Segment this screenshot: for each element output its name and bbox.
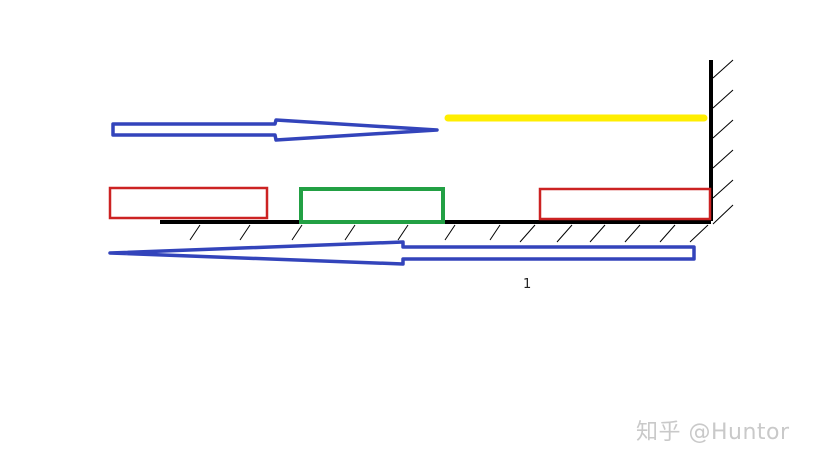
red-block-right <box>538 187 712 221</box>
diagram-label: 1 <box>523 277 532 292</box>
upper-arrow <box>111 118 439 142</box>
watermark: 知乎 @Huntor <box>636 420 790 445</box>
green-block <box>299 187 445 224</box>
lower-arrow <box>108 240 696 266</box>
red-block-left <box>108 186 269 220</box>
ground-hatching <box>189 224 709 243</box>
wall-hatching <box>712 59 734 225</box>
